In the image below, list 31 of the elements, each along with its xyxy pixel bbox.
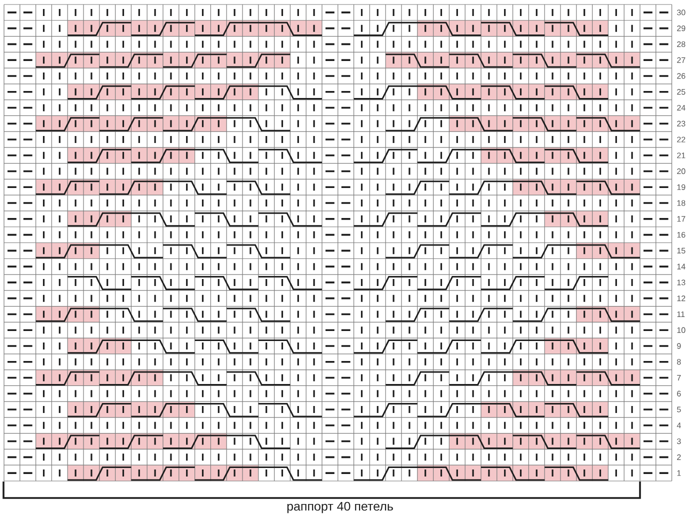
row-number: 9 [677, 343, 681, 349]
row-number: 1 [677, 470, 681, 476]
row-number: 29 [677, 26, 686, 32]
row-number: 10 [677, 327, 686, 333]
row-number: 27 [677, 57, 686, 63]
row-number: 14 [677, 264, 686, 270]
row-number: 6 [677, 390, 681, 396]
row-number: 18 [677, 200, 686, 206]
row-number: 7 [677, 375, 681, 380]
row-number: 23 [677, 120, 686, 126]
bracket-label: раппорт 40 петель [287, 502, 393, 514]
row-number: 12 [677, 296, 686, 302]
row-number: 2 [677, 454, 681, 460]
row-number: 24 [677, 104, 686, 111]
row-number: 28 [677, 41, 686, 48]
row-number: 15 [677, 248, 686, 254]
row-number: 13 [677, 280, 686, 286]
row-number: 16 [677, 232, 686, 238]
row-number: 17 [677, 216, 686, 222]
row-number: 22 [677, 136, 686, 142]
row-number: 19 [677, 184, 686, 190]
row-number: 11 [677, 311, 685, 317]
row-number: 4 [676, 422, 681, 428]
row-number: 21 [677, 152, 686, 158]
row-number: 5 [677, 406, 681, 412]
row-number: 26 [677, 73, 686, 79]
row-number: 3 [677, 438, 681, 444]
row-number: 30 [677, 10, 686, 16]
row-number: 25 [677, 89, 686, 95]
row-number: 8 [677, 359, 681, 365]
row-number: 20 [677, 168, 686, 174]
